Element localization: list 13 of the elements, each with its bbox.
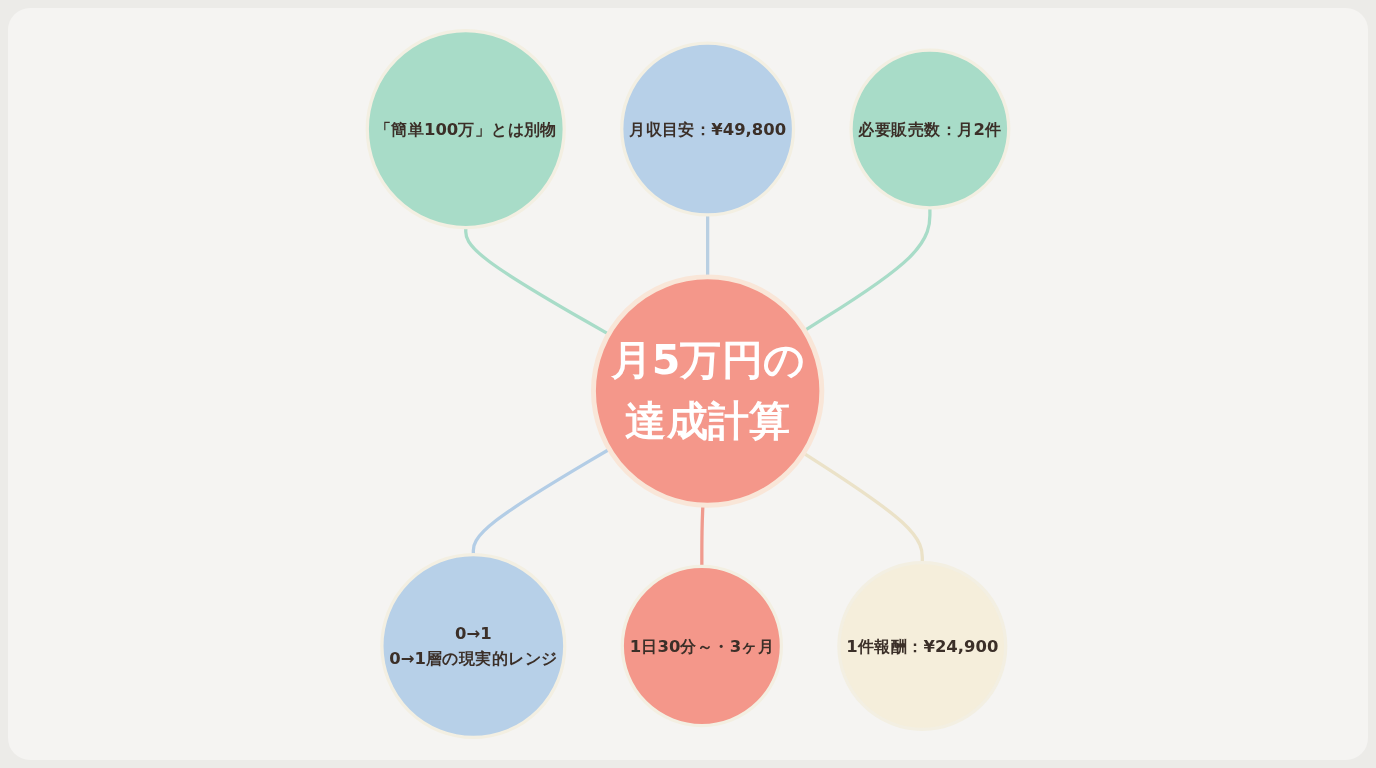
circle-node: 0→1 0→1層の現実的レンジ <box>380 552 567 740</box>
circle-node: 月5万円の達成計算 <box>591 274 825 508</box>
circle-node: 1件報酬：¥24,900 <box>837 560 1008 732</box>
connector-line <box>802 451 924 563</box>
connector-line <box>464 227 610 336</box>
circle-node: 1日30分～・3ヶ月 <box>620 564 784 728</box>
circle-node: 「簡単100万」とは別物 <box>365 28 566 230</box>
connector-line <box>471 447 611 555</box>
circle-node: 必要販売数：月2件 <box>849 48 1011 210</box>
connector-line <box>706 214 710 277</box>
connector-line <box>700 505 705 567</box>
circle-node: 月収目安：¥49,800 <box>620 41 796 217</box>
connector-line <box>803 207 932 332</box>
